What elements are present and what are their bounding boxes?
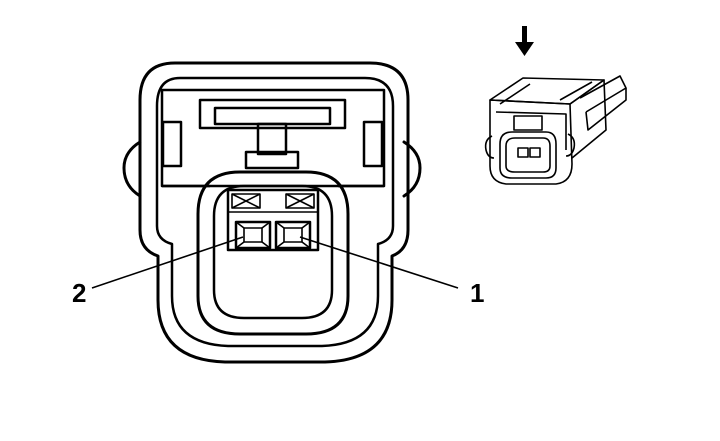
pin-1-label: 1 bbox=[470, 278, 484, 308]
pin-1-leader bbox=[299, 236, 459, 289]
latch bbox=[198, 98, 347, 170]
terminal-shroud-inner bbox=[212, 184, 334, 320]
left-ear bbox=[122, 140, 142, 198]
right-ear bbox=[402, 140, 422, 198]
housing-inner bbox=[155, 76, 395, 348]
housing-outer bbox=[138, 61, 410, 364]
pin-2-terminal bbox=[234, 220, 272, 250]
right-slot bbox=[362, 120, 384, 168]
pin-1-terminal bbox=[274, 220, 312, 250]
terminal-shroud-outer bbox=[196, 170, 350, 336]
connector-isometric-icon bbox=[484, 75, 627, 185]
pin-2-leader bbox=[91, 236, 244, 289]
down-arrow-icon bbox=[515, 26, 534, 56]
terminal-cavity bbox=[226, 188, 320, 252]
left-slot bbox=[161, 120, 183, 168]
terminal-locks bbox=[228, 193, 318, 213]
pin-2-label: 2 bbox=[72, 278, 86, 308]
connector-face-view: 2 1 bbox=[72, 61, 484, 364]
